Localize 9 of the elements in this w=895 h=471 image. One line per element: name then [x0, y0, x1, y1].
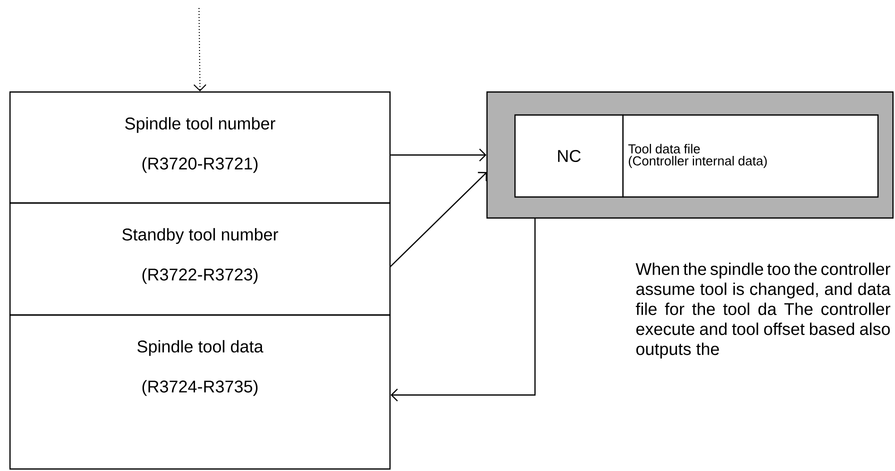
register-cell: Spindle tool number (R3720-R3721)	[9, 91, 391, 204]
register-cell: Spindle tool data (R3724-R3735)	[9, 314, 391, 470]
arrow	[390, 172, 487, 268]
data-cell: NC	[514, 114, 624, 198]
note-text: When the spindle too the controller assume tool is changed, and data file for the tool da The controller execute and tool offset based also outputs the	[636, 262, 891, 358]
arrow	[390, 218, 536, 402]
register-cell: Standby tool number (R3722-R3723)	[9, 202, 391, 316]
arrow	[193, 8, 206, 92]
arrow	[390, 148, 486, 162]
